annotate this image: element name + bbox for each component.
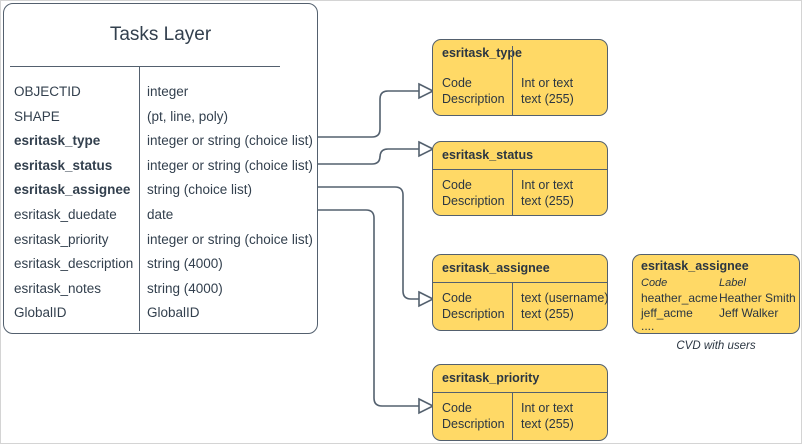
domain-column-divider bbox=[512, 46, 513, 115]
field-name: OBJECTID bbox=[14, 84, 81, 99]
table-row[interactable]: esritask_priority integer or string (cho… bbox=[4, 228, 317, 253]
domain-code-labels: Code Description bbox=[442, 178, 505, 208]
field-type: integer or string (choice list) bbox=[147, 157, 313, 173]
field-list: OBJECTID integer SHAPE (pt, line, poly) … bbox=[4, 80, 317, 326]
domain-type-values: Int or text text (255) bbox=[521, 178, 574, 208]
domain-code-labels: Code Description bbox=[442, 76, 505, 106]
domain-type-values: Int or text text (255) bbox=[521, 76, 574, 106]
field-name: GlobalID bbox=[14, 305, 67, 321]
cvd-header-code: Code bbox=[641, 277, 668, 289]
connector-assignee bbox=[318, 186, 419, 300]
cvd-label-value: Jeff Walker bbox=[719, 306, 779, 320]
field-type: date bbox=[147, 206, 174, 222]
domain-header-divider bbox=[433, 282, 607, 283]
domain-title: esritask_priority bbox=[442, 371, 540, 385]
field-type: integer bbox=[147, 84, 189, 99]
field-type: (pt, line, poly) bbox=[147, 108, 229, 124]
table-row[interactable]: esritask_duedate date bbox=[4, 203, 317, 228]
field-name: esritask_duedate bbox=[14, 206, 117, 222]
arrowhead-status bbox=[418, 140, 435, 158]
cvd-header-label: Label bbox=[719, 277, 746, 289]
tasks-layer-title: Tasks Layer bbox=[109, 24, 212, 45]
field-name: esritask_type bbox=[14, 133, 101, 149]
cvd-code-value: heather_acme bbox=[641, 291, 718, 305]
cvd-caption: CVD with users bbox=[676, 340, 756, 352]
connector-type bbox=[318, 90, 419, 138]
arrowhead-priority bbox=[418, 397, 435, 415]
field-type: string (4000) bbox=[147, 280, 223, 296]
domain-title: esritask_type bbox=[442, 46, 522, 60]
field-name: esritask_priority bbox=[14, 231, 109, 247]
domain-box-esritask-assignee[interactable]: esritask_assignee Code Description text … bbox=[432, 254, 609, 331]
tasks-layer-entity[interactable]: Tasks Layer OBJECTID integer SHAPE (pt, … bbox=[3, 3, 318, 334]
field-name: esritask_description bbox=[14, 256, 134, 272]
domain-box-esritask-type[interactable]: esritask_type Code Description Int or te… bbox=[432, 39, 608, 116]
domain-type-values: text (username) text (255) bbox=[521, 291, 609, 321]
field-name: esritask_status bbox=[14, 157, 113, 173]
domain-column-divider bbox=[512, 282, 513, 330]
field-name: esritask_notes bbox=[14, 280, 102, 296]
field-type: string (choice list) bbox=[147, 182, 253, 198]
arrowhead-assignee bbox=[418, 290, 435, 308]
connector-priority bbox=[318, 209, 419, 407]
field-type: integer or string (choice list) bbox=[147, 133, 313, 149]
table-row[interactable]: SHAPE (pt, line, poly) bbox=[4, 105, 317, 130]
field-type: GlobalID bbox=[147, 305, 200, 321]
domain-title: esritask_status bbox=[442, 148, 534, 162]
arrowhead-type bbox=[418, 82, 435, 100]
domain-type-values: Int or text text (255) bbox=[521, 401, 574, 431]
table-row[interactable]: esritask_description string (4000) bbox=[4, 252, 317, 277]
domain-code-labels: Code Description bbox=[442, 401, 505, 431]
connector-status bbox=[318, 148, 419, 165]
table-row[interactable]: esritask_notes string (4000) bbox=[4, 277, 317, 302]
table-row[interactable]: esritask_status integer or string (choic… bbox=[4, 154, 317, 179]
table-row[interactable]: OBJECTID integer bbox=[4, 80, 317, 105]
cvd-sample-box[interactable]: esritask_assignee Code Label heather_acm… bbox=[632, 254, 800, 334]
domain-header-divider bbox=[433, 169, 607, 170]
field-name: esritask_assignee bbox=[14, 182, 131, 198]
field-type: integer or string (choice list) bbox=[147, 231, 313, 247]
column-divider bbox=[139, 67, 140, 331]
domain-box-esritask-priority[interactable]: esritask_priority Code Description Int o… bbox=[432, 364, 608, 441]
domain-title: esritask_assignee bbox=[442, 261, 550, 275]
table-row[interactable]: GlobalID GlobalID bbox=[4, 301, 317, 326]
field-type: string (4000) bbox=[147, 256, 223, 272]
table-row[interactable]: esritask_assignee string (choice list) bbox=[4, 178, 317, 203]
cvd-title: esritask_assignee bbox=[641, 259, 749, 273]
domain-header-divider bbox=[433, 392, 607, 393]
title-divider bbox=[10, 66, 280, 67]
domain-column-divider bbox=[512, 169, 513, 215]
cvd-ellipsis: .... bbox=[641, 319, 655, 333]
cvd-label-value: Heather Smith bbox=[719, 291, 796, 305]
domain-box-esritask-status[interactable]: esritask_status Code Description Int or … bbox=[432, 141, 608, 216]
field-name: SHAPE bbox=[14, 108, 60, 124]
domain-code-labels: Code Description bbox=[442, 291, 505, 321]
domain-column-divider bbox=[512, 392, 513, 440]
cvd-code-value: jeff_acme bbox=[641, 306, 693, 320]
table-row[interactable]: esritask_type integer or string (choice … bbox=[4, 129, 317, 154]
